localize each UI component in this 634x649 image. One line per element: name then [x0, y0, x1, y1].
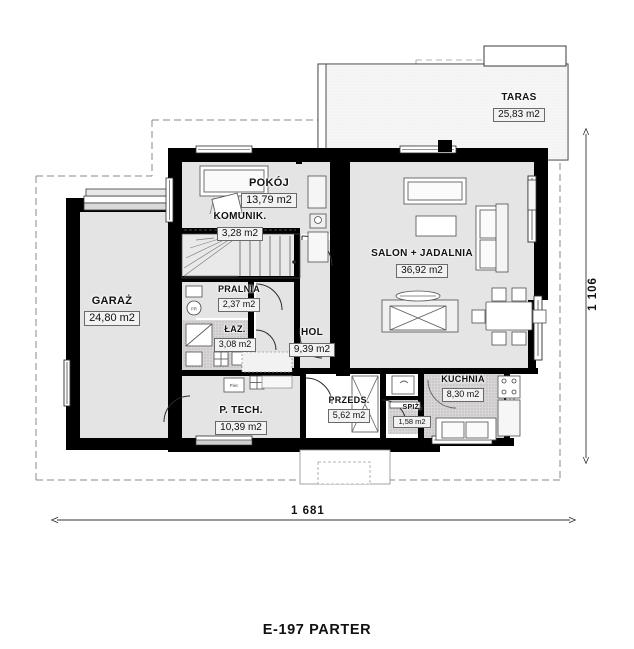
room-label-przedsionek: PRZEDS. 5,62 m2	[314, 395, 384, 423]
room-area-przedsionek: 5,62 m2	[327, 409, 371, 423]
room-name-pokoj: POKÓJ	[248, 177, 289, 189]
room-label-salon: SALON + JADALNIA 36,92 m2	[358, 248, 486, 278]
room-area-taras: 25,83 m2	[493, 107, 545, 122]
room-area-lazienka: 3,08 m2	[213, 338, 257, 352]
room-label-kuchnia: KUCHNIA 8,30 m2	[428, 374, 498, 402]
svg-text:Piec: Piec	[230, 383, 240, 388]
room-label-pralnia: PRALNIA 2,37 m2	[206, 284, 272, 312]
room-area-komunik: 3,28 m2	[216, 226, 264, 241]
dimension-lines	[57, 134, 586, 520]
room-name-kuchnia: KUCHNIA	[441, 374, 485, 384]
windows	[165, 140, 543, 485]
furniture: PR Piec	[185, 165, 547, 441]
room-label-taras: TARAS 25,83 m2	[480, 92, 558, 122]
room-area-garaz: 24,80 m2	[84, 310, 140, 327]
room-label-garaz: GARAŻ 24,80 m2	[64, 295, 160, 327]
room-area-pokoj: 13,79 m2	[241, 192, 297, 209]
svg-text:PR: PR	[191, 307, 197, 312]
room-area-salon: 36,92 m2	[396, 263, 448, 278]
sheet-title: E-197 PARTER	[262, 622, 372, 638]
room-name-taras: TARAS	[501, 92, 537, 103]
room-name-spiz: SPIŻ.	[402, 404, 422, 411]
terrace-area	[317, 45, 569, 161]
room-name-pralnia: PRALNIA	[217, 284, 261, 294]
room-label-ptech: P. TECH. 10,39 m2	[196, 405, 286, 435]
room-name-lazienka: ŁAZ.	[224, 324, 246, 334]
room-name-ptech: P. TECH.	[219, 405, 263, 416]
room-area-pralnia: 2,37 m2	[217, 298, 261, 312]
room-label-spiz: SPIŻ. 1,58 m2	[390, 404, 434, 429]
room-label-pokoj: POKÓJ 13,79 m2	[228, 177, 310, 209]
room-name-komunik: KOMUNIK.	[213, 211, 267, 222]
room-area-spiz: 1,58 m2	[393, 416, 431, 428]
room-area-kuchnia: 8,30 m2	[441, 388, 485, 402]
room-area-ptech: 10,39 m2	[215, 420, 267, 435]
garage-window	[63, 359, 71, 407]
room-name-hol: HOL	[300, 327, 323, 338]
room-label-lazienka: ŁAZ. 3,08 m2	[206, 324, 264, 352]
room-name-salon: SALON + JADALNIA	[371, 248, 473, 259]
dimension-height-label: 1 106	[587, 273, 599, 315]
room-area-hol: 9,39 m2	[288, 342, 336, 357]
room-name-przedsionek: PRZEDS.	[328, 395, 370, 405]
dimension-width-label: 1 681	[288, 505, 328, 517]
room-name-garaz: GARAŻ	[91, 295, 133, 307]
room-label-komunik: KOMUNIK. 3,28 m2	[194, 211, 286, 241]
room-label-hol: HOL 9,39 m2	[274, 327, 350, 357]
